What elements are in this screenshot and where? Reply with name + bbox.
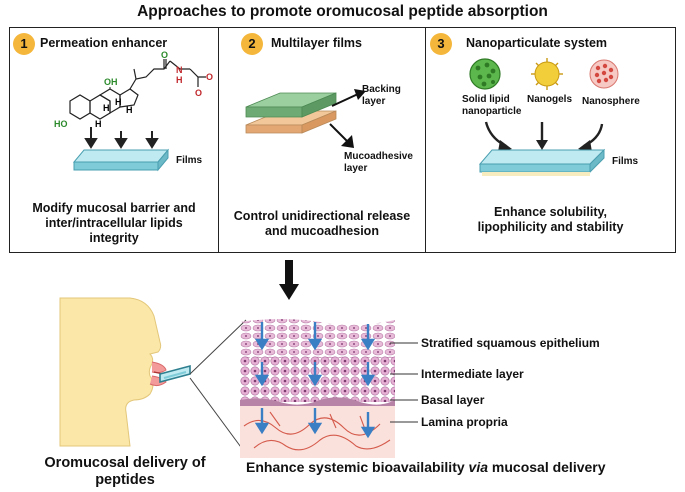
panel-3-caption: Enhance solubility, lipophilicity and st… [427, 205, 674, 235]
atom-o2: O [195, 88, 202, 98]
central-down-arrow [279, 260, 299, 300]
panel-2-badge: 2 [241, 33, 263, 55]
bile-acid-structure: OH HO H H H H N H O O O [54, 50, 213, 129]
panel-3-caption-line-2: lipophilicity and stability [477, 220, 624, 234]
panel-1-down-arrows [84, 127, 159, 149]
bottom-left-caption: Oromucosal delivery of peptides [5, 455, 245, 489]
atom-h1: H [95, 119, 102, 129]
panel-1-film-label: Films [176, 155, 203, 166]
mucoadhesive-layer-label: Mucoadhesive layer [344, 151, 413, 175]
layer-leader-lines [390, 342, 418, 423]
panel-1-heading: Permeation enhancer [40, 36, 168, 50]
backing-layer-label-line-1: Backing [362, 84, 401, 95]
atom-n: N [176, 65, 183, 75]
panel-1-caption-line-3: integrity [89, 231, 139, 245]
atom-nh-h: H [176, 75, 183, 85]
panel-2-heading: Multilayer films [271, 36, 362, 50]
bottom-right-caption: Enhance systemic bioavailability via muc… [246, 459, 606, 476]
atom-h3: H [115, 97, 122, 107]
panel-2-caption: Control unidirectional release and mucoa… [220, 209, 424, 239]
layer-label-basal: Basal layer [421, 393, 485, 407]
panel-2-caption-line-2: and mucoadhesion [265, 224, 379, 238]
mucoadhesive-layer-label-line-1: Mucoadhesive [344, 151, 413, 162]
atom-h4: H [126, 105, 133, 115]
nanogels-label: Nanogels [527, 94, 573, 105]
atom-h2: H [103, 103, 110, 113]
nanosphere-label: Nanosphere [582, 96, 640, 107]
panel-1-caption-line-1: Modify mucosal barrier and [32, 201, 196, 215]
bottom-left-caption-line-1: Oromucosal delivery of [44, 455, 206, 471]
layer-label-lamina-propria: Lamina propria [421, 415, 508, 429]
panel-3-caption-line-1: Enhance solubility, [494, 205, 607, 219]
atom-oh-top: OH [104, 77, 118, 87]
panel-nanoparticulate-system [425, 27, 676, 253]
panel-1-film [72, 148, 170, 172]
nanosphere-icon [589, 59, 619, 89]
mucoadhesive-layer-arrow [329, 123, 354, 148]
panel-3-arrows [484, 121, 604, 152]
bottom-left-caption-line-2: peptides [95, 472, 155, 488]
backing-layer-label: Backing layer [362, 84, 401, 108]
solid-lipid-label-line-1: Solid lipid [462, 94, 510, 105]
panel-2-caption-line-1: Control unidirectional release [233, 209, 411, 223]
panel-1-caption: Modify mucosal barrier and inter/intrace… [12, 201, 216, 246]
atom-ho-left: HO [54, 119, 68, 129]
backing-layer-arrow [331, 89, 366, 107]
panel-3-film [478, 148, 606, 176]
mucoadhesive-layer-label-line-2: layer [344, 163, 368, 174]
multilayer-film-illustration [245, 92, 337, 134]
solid-lipid-nanoparticle-label: Solid lipid nanoparticle [462, 94, 528, 118]
panel-3-heading: Nanoparticulate system [466, 36, 608, 50]
panel-3-film-label: Films [612, 156, 639, 167]
mucosa-cross-section [240, 319, 395, 458]
zoom-lines [189, 319, 247, 455]
layer-label-epithelium: Stratified squamous epithelium [421, 336, 600, 350]
bottom-right-caption-post: mucosal delivery [488, 459, 606, 475]
solid-lipid-nanoparticle-icon [469, 58, 501, 90]
nanogel-icon [531, 58, 563, 90]
atom-o1: O [161, 50, 168, 60]
layer-label-intermediate: Intermediate layer [421, 367, 524, 381]
panel-1-badge: 1 [13, 33, 35, 55]
backing-layer-label-line-2: layer [362, 96, 386, 107]
atom-o-minus: O [206, 72, 213, 82]
solid-lipid-label-line-2: nanoparticle [462, 106, 522, 117]
panel-3-badge: 3 [430, 33, 452, 55]
bottom-right-caption-italic: via [468, 459, 489, 475]
face-illustration [59, 297, 191, 447]
figure-title: Approaches to promote oromucosal peptide… [137, 3, 548, 20]
panel-1-caption-line-2: inter/intracellular lipids [45, 216, 183, 230]
bottom-right-caption-pre: Enhance systemic bioavailability [246, 459, 469, 475]
